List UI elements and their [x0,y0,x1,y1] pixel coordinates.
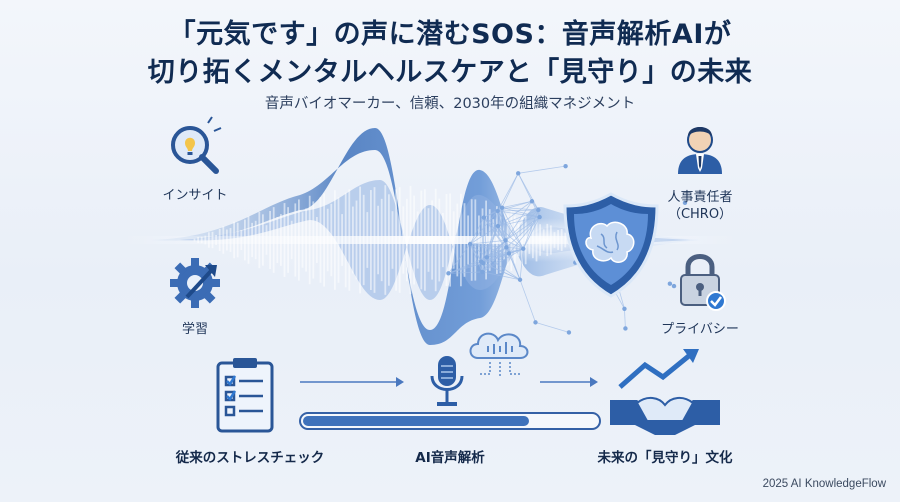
title-line-2: 切り拓くメンタルヘルスケアと「見守り」の未来 [147,57,753,88]
magnifier-bulb-icon [171,116,222,174]
progress-bar [299,412,601,430]
learning-label: 学習 [181,322,208,337]
clipboard-checklist-icon [216,358,274,433]
chro-label-line1: 人事責任者 [667,190,733,205]
footer-credit: 2025 AI KnowledgeFlow [762,478,886,490]
microphone-icon [430,356,464,406]
person-icon [678,127,722,174]
insight-label: インサイト [162,188,228,203]
title-line-1: 「元気です」の声に潜むSOS：音声解析AIが [168,19,732,50]
lock-check-icon [680,254,726,311]
chro-label-line2: （CHRO） [667,207,733,222]
step-ai-voice-analysis: AI音声解析 [415,450,485,466]
shield-brain-icon [563,192,659,298]
step-future-watch-culture: 未来の「見守り」文化 [597,450,733,466]
cloud-icon [469,332,529,378]
subtitle: 音声バイオマーカー、信頼、2030年の組織マネジメント [264,96,636,112]
light-band [120,236,740,244]
privacy-label: プライバシー [661,322,739,337]
gear-arrow-icon [170,258,220,308]
handshake-growth-icon [610,349,720,435]
step-traditional-stress-check: 従来のストレスチェック [175,450,325,466]
